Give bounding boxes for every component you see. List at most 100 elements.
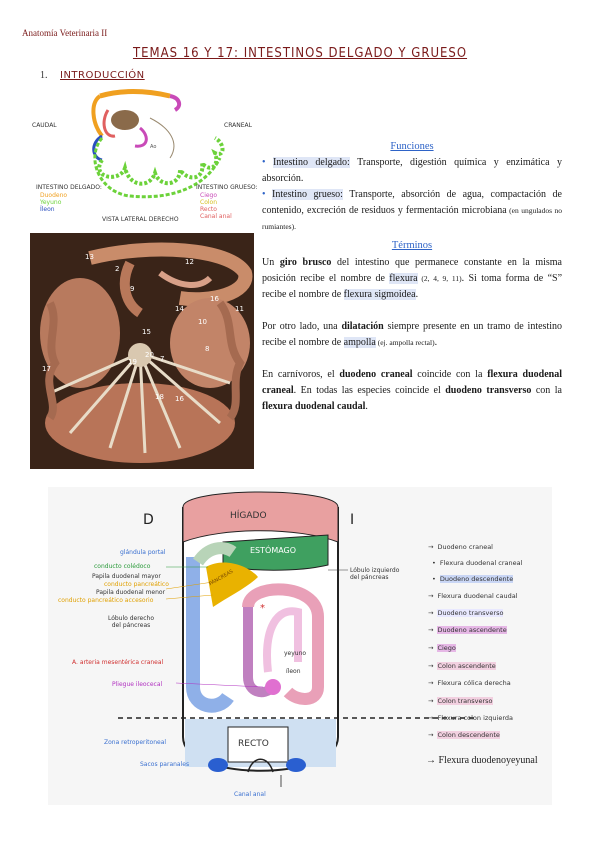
left-label-glandula-portal: glándula portal [120,549,166,556]
diagram-estomago-label: ESTÓMAGO [250,546,297,555]
text-run: . [434,337,438,348]
left-label-coledoco: conducto colédoco [94,563,151,570]
photo-number: 18 [155,393,164,401]
document-header: Anatomía Veterinaria II [22,28,108,38]
terminos-paragraph-2: Por otro lado, una dilatación siempre pr… [262,319,562,351]
right-label-text: Colon ascendente [437,662,496,670]
dissection-photo: 13 12 2 9 14 16 10 11 15 8 20 7 18 16 17… [30,233,254,469]
left-label-papila-menor: Papila duodenal menor [96,589,166,596]
section-label: INTRODUCCIÓN [60,70,145,81]
section-number: 1. [40,70,48,81]
right-label: →Duodeno craneal [428,543,493,551]
photo-number: 7 [160,355,165,363]
text-run: con la [531,385,562,396]
right-label-text: Duodeno craneal [437,543,493,551]
text-run: . [415,289,419,300]
photo-number: 9 [130,285,135,293]
intestine-schema: Ao CAUDAL CRANEAL INTESTINO DELGADO: Duo… [30,88,260,223]
text-run: . Si toma forma de “S” recibe el nombre … [262,273,563,300]
right-label-text: Flexura duodenal caudal [437,592,518,600]
terminos-heading: Términos [391,240,433,251]
photo-number: 15 [142,328,151,336]
intestine-diagram: * D I HÍGADO ESTÓMAGO RECTO PÁNCREAS yey… [48,487,552,805]
schema-right-heading: INTESTINO GRUESO: [196,184,258,191]
schema-ileon-label: Íleon [40,206,55,213]
schema-recto-label: Recto [200,206,217,213]
right-label: →Colon ascendente [428,662,496,670]
left-label-pliegue-ileocecal: Pliegue ileocecal [112,681,163,688]
diagram-i-label: I [350,512,355,528]
text-run: . [365,401,368,412]
text-run: siempre presente en un tramo de intestin… [262,321,563,348]
page-title: TEMAS 16 Y 17: INTESTINOS DELGADO Y GRUE… [132,46,468,61]
final-label-flexura-duodenoyeyunal: → Flexura duodenoyeyunal [426,755,538,766]
right-label: →Flexura colon izquierda [428,714,514,722]
photo-number: 2 [115,265,120,273]
right-label: →Duodeno transverso [428,609,504,617]
text-run: duodeno craneal [339,369,413,380]
schema-left-heading: INTESTINO DELGADO: [36,184,102,191]
text-run: flexura duodenal caudal [262,401,366,412]
right-label-text: Flexura colon izquierda [437,714,514,722]
right-label-text: Flexura cólica derecha [437,679,511,687]
text-run: Por otro lado, una [262,321,342,332]
text-run: ampolla [343,337,376,348]
text-run: flexura [389,273,418,284]
right-label-text: Flexura duodenal craneal [439,559,523,567]
text-run: (ej. ampolla rectal) [375,338,435,347]
text-run: Un [262,257,280,268]
text-run: giro brusco [279,257,332,268]
text-run: flexura sigmoidea [343,289,416,300]
intestine-schema-drawing: Ao [91,89,225,199]
left-label-zona-retroperitoneal: Zona retroperitoneal [104,739,167,746]
left-label-canal-anal: Canal anal [234,791,266,798]
right-label: →Colon transverso [428,697,493,705]
funciones-item-2-label: Intestino grueso: [272,189,343,200]
photo-number: 11 [235,305,244,313]
left-label-arteria-mesenterica: A. arteria mesentérica craneal [72,659,164,666]
photo-number: 12 [185,258,194,266]
right-label: •Flexura duodenal craneal [432,559,523,567]
schema-caudal-label: CAUDAL [32,122,57,129]
diagram-d-label: D [143,512,154,528]
text-run: del intestino que permanece constante en… [262,257,562,284]
mid-label-lobulo-izquierdo: Lóbulo izquierdo del páncreas [350,567,400,581]
funciones-item-1-text: Transporte, digestión química y enzimáti… [262,157,562,184]
right-label: →Duodeno ascendente [428,626,507,634]
right-label: •Duodeno descendente [432,575,514,583]
photo-number: 19 [128,358,137,366]
right-label: →Flexura duodenal caudal [428,592,518,600]
schema-canal-anal-label: Canal anal [200,213,232,220]
photo-number: 16 [175,395,184,403]
right-label-text: Duodeno ascendente [437,626,507,634]
schema-colon-label: Colon [200,199,218,206]
diagram-recto-label: RECTO [238,739,269,749]
photo-number: 20 [145,351,154,359]
left-label-sacos-paranales: Sacos paranales [140,761,190,768]
svg-text:*: * [260,603,265,614]
diagram-higado-label: HÍGADO [230,511,267,521]
funciones-item-2: • Intestino grueso: Transporte, absorció… [262,189,562,231]
funciones-item-1: • Intestino delgado: Transporte, digesti… [262,157,562,184]
text-run: (2, 4, 9, 11) [417,274,462,283]
diagram-yeyuno-label: yeyuno [284,650,307,657]
right-label-text: Duodeno transverso [437,609,504,617]
funciones-item-2-text: Transporte, absorción de agua, compactac… [262,189,562,216]
photo-number: 8 [205,345,210,353]
text-run: dilatación [341,321,384,332]
text-run: . En todas las especies coincide el [293,385,446,396]
photo-number: 17 [42,365,51,373]
right-label-text: Colon transverso [437,697,493,705]
text-run: coincide con la [412,369,488,380]
diagram-ileon-label: íleon [286,668,301,675]
text-run: duodeno transverso [445,385,532,396]
photo-number: 10 [198,318,207,326]
text-run: flexura duodenal craneal [262,369,562,396]
section-heading: 1. INTRODUCCIÓN [40,70,145,81]
left-label-conducto-pancreatico: conducto pancreático [104,581,169,588]
schema-yeyuno-label: Yeyuno [40,199,62,206]
right-label: →Flexura cólica derecha [428,679,511,687]
intestine-diagram-drawing: * [118,491,478,787]
terms-block: Términos Un giro brusco del intestino qu… [262,238,562,415]
schema-caption: VISTA LATERAL DERECHO [102,216,179,223]
